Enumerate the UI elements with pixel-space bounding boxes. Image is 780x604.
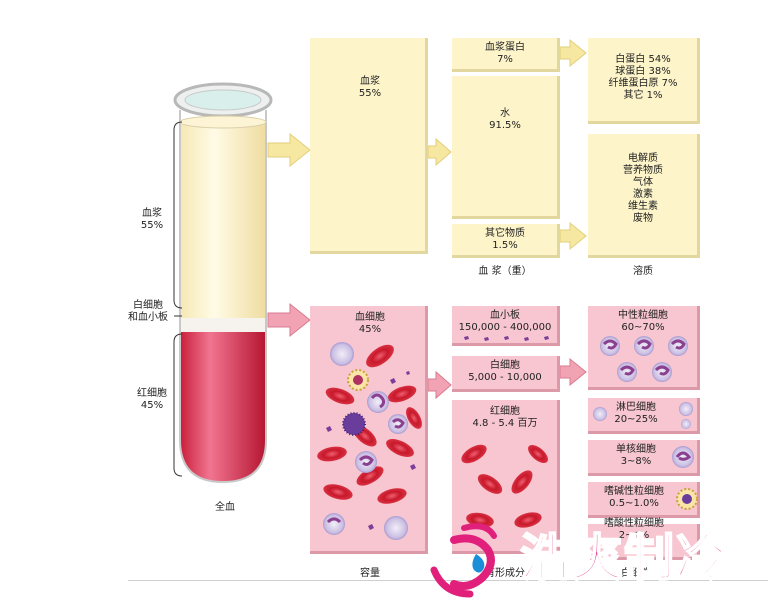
neutrophil-text: 中性粒细胞 60~70% — [618, 310, 668, 333]
solute-detail-text: 电解质 营养物质 气体 激素 维生素 废物 — [623, 153, 663, 224]
solute-caption: 溶质 — [633, 266, 653, 277]
protein-detail-box — [588, 38, 700, 124]
lymphocyte-text: 淋巴细胞 20~25% — [614, 402, 658, 425]
rbc-illustration — [461, 444, 548, 528]
arrow-cells-to-formed — [427, 370, 452, 400]
rbc-text: 红细胞 4.8 - 5.4 百万 — [472, 406, 538, 429]
plasma-protein-text: 血浆蛋白 7% — [485, 42, 525, 65]
monocyte-cell — [672, 446, 694, 468]
eosinophil-box — [588, 524, 700, 560]
test-tube — [173, 82, 273, 484]
platelets — [326, 371, 416, 530]
platelet-text: 血小板 150,000 - 400,000 — [458, 310, 552, 333]
protein-detail-text: 白蛋白 54% 球蛋白 38% 纤维蛋白原 7% 其它 1% — [608, 54, 678, 101]
tube-wbc-label: 白细胞 — [133, 300, 163, 311]
arrow-wbc-to-types — [559, 357, 587, 387]
wbc-box — [452, 356, 560, 392]
plasma-water-box — [452, 76, 560, 219]
white-blood-cells — [323, 342, 408, 540]
basophil-box — [588, 482, 700, 518]
tube-rbc-label: 红细胞 45% — [137, 388, 167, 411]
solute-detail-box — [588, 134, 700, 258]
arrow-tube-to-plasma — [267, 132, 311, 168]
red-blood-cells — [317, 344, 422, 504]
watermark-text: 浩爽制冷 — [519, 528, 728, 588]
eosinophil-text: 嗜酸性粒细胞 2~4% — [604, 518, 664, 541]
platelet-dots — [464, 336, 549, 341]
formed-caption: 有形成分 — [485, 568, 525, 579]
plasma-box — [310, 38, 428, 254]
basophil-text: 嗜碱性粒细胞 0.5~1.0% — [604, 486, 664, 509]
tube-caption: 全血 — [215, 502, 235, 513]
plasma-water-text: 水 91.5% — [489, 108, 521, 131]
tube-brackets — [173, 121, 183, 477]
cells-caption: 容量 — [360, 568, 380, 579]
wbc-text: 白细胞 5,000 - 10,000 — [468, 360, 542, 383]
wbc-types-caption: 白细胞 — [621, 568, 651, 579]
monocyte-box — [588, 440, 700, 476]
plasma-other-text: 其它物质 1.5% — [485, 228, 525, 251]
bottom-rule — [128, 580, 768, 581]
plasma-protein-box — [452, 38, 560, 72]
arrow-plasma-to-water — [427, 137, 452, 167]
tube-platelet-label: 和血小板 — [128, 312, 168, 323]
arrow-protein-to-detail — [559, 38, 587, 68]
arrow-tube-to-cells — [267, 302, 311, 338]
basophil-cell — [676, 488, 698, 510]
arrow-other-to-solutes — [559, 221, 587, 251]
cells-illustration — [317, 342, 422, 540]
lymphocyte-cells — [593, 402, 693, 429]
plasma-caption: 血 浆（重） — [478, 266, 532, 277]
monocyte-text: 单核细胞 3~8% — [616, 444, 656, 467]
tube-plasma-label: 血浆 55% — [140, 208, 164, 231]
plasma-other-box — [452, 224, 560, 258]
cells-box-text: 血细胞 45% — [355, 312, 385, 335]
watermark-logo-icon — [430, 523, 497, 598]
plasma-box-text: 血浆 55% — [358, 76, 382, 99]
neutrophil-cells — [600, 336, 688, 382]
